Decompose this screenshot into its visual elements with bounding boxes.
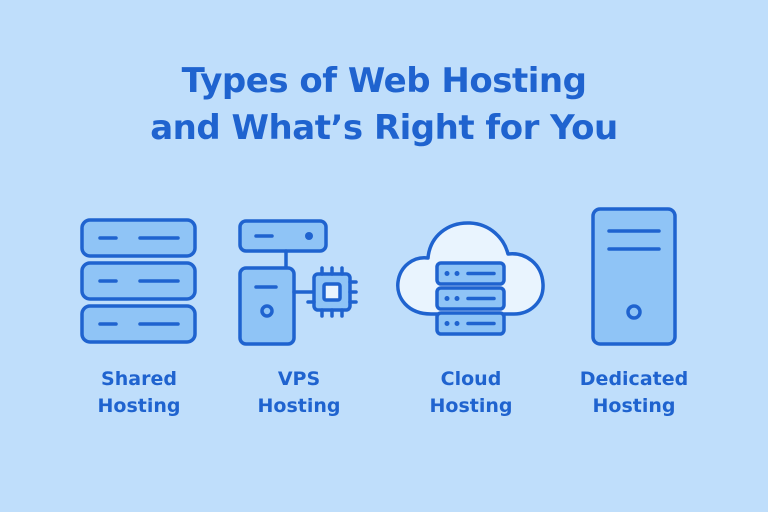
server-stack-icon	[80, 218, 197, 344]
title-line-1: Types of Web Hosting	[181, 61, 587, 101]
hosting-label-cloud: Cloud Hosting	[386, 366, 556, 420]
dedicated-tower-icon	[591, 207, 677, 346]
hosting-label-dedicated: Dedicated Hosting	[549, 366, 719, 420]
label-line-2: Hosting	[429, 395, 513, 417]
title-line-2: and What’s Right for You	[150, 108, 618, 148]
hosting-label-shared: Shared Hosting	[54, 366, 224, 420]
label-line-2: Hosting	[592, 395, 676, 417]
label-line-1: Shared	[101, 368, 177, 390]
label-line-1: VPS	[277, 368, 321, 390]
vps-server-chip-icon	[238, 219, 358, 346]
label-line-1: Cloud	[440, 368, 502, 390]
label-line-2: Hosting	[97, 395, 181, 417]
label-line-1: Dedicated	[579, 368, 689, 390]
hosting-label-vps: VPS Hosting	[214, 366, 384, 420]
cloud-server-icon	[396, 221, 545, 336]
label-line-2: Hosting	[257, 395, 341, 417]
page-title: Types of Web Hosting and What’s Right fo…	[0, 58, 768, 152]
